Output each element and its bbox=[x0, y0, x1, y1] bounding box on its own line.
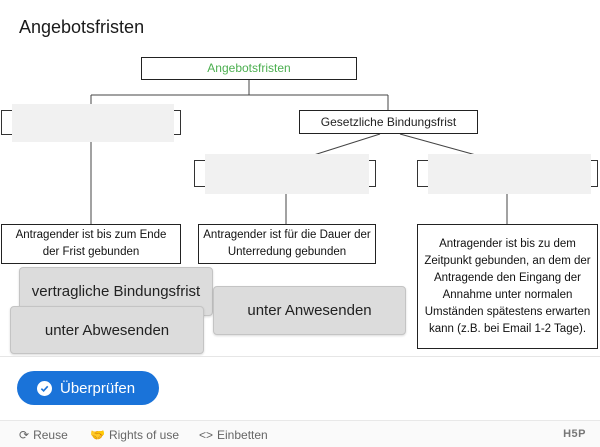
h5p-logo[interactable]: H5P bbox=[563, 428, 586, 440]
root-node: Angebotsfristen bbox=[141, 57, 357, 80]
description-absent: Antragender ist bis zu dem Zeitpunkt geb… bbox=[417, 224, 598, 349]
draggable-unter-anwesenden[interactable]: unter Anwesenden bbox=[213, 286, 406, 335]
law-node: Gesetzliche Bindungsfrist bbox=[299, 110, 478, 134]
draggable-unter-abwesenden[interactable]: unter Abwesenden bbox=[10, 306, 204, 354]
rights-link[interactable]: 🤝 Rights of use bbox=[90, 428, 179, 442]
reuse-icon: ⟳ bbox=[19, 428, 30, 442]
embed-label: Einbetten bbox=[217, 428, 268, 442]
rights-label: Rights of use bbox=[108, 428, 179, 442]
code-icon: <> bbox=[199, 428, 214, 442]
embed-link[interactable]: <> Einbetten bbox=[199, 428, 268, 442]
dropzone-1[interactable] bbox=[1, 104, 181, 142]
check-button-label: Überprüfen bbox=[60, 379, 136, 397]
reuse-link[interactable]: ⟳ Reuse bbox=[19, 428, 68, 442]
dropzone-3[interactable] bbox=[417, 154, 598, 194]
footer: ⟳ Reuse 🤝 Rights of use <> Einbetten H5P bbox=[0, 420, 600, 447]
handshake-icon: 🤝 bbox=[90, 428, 105, 442]
divider bbox=[0, 356, 600, 357]
dropzone-2[interactable] bbox=[194, 154, 376, 194]
description-contract-period: Antragender ist bis zum Ende der Frist g… bbox=[1, 224, 181, 264]
check-button[interactable]: Überprüfen bbox=[17, 371, 159, 405]
description-present: Antragender ist für die Dauer der Unterr… bbox=[198, 224, 376, 264]
diagram: Angebotsfristen Gesetzliche Bindungsfris… bbox=[1, 57, 598, 349]
reuse-label: Reuse bbox=[33, 428, 68, 442]
task-title: Angebotsfristen bbox=[19, 17, 145, 37]
check-circle-icon bbox=[37, 380, 52, 396]
